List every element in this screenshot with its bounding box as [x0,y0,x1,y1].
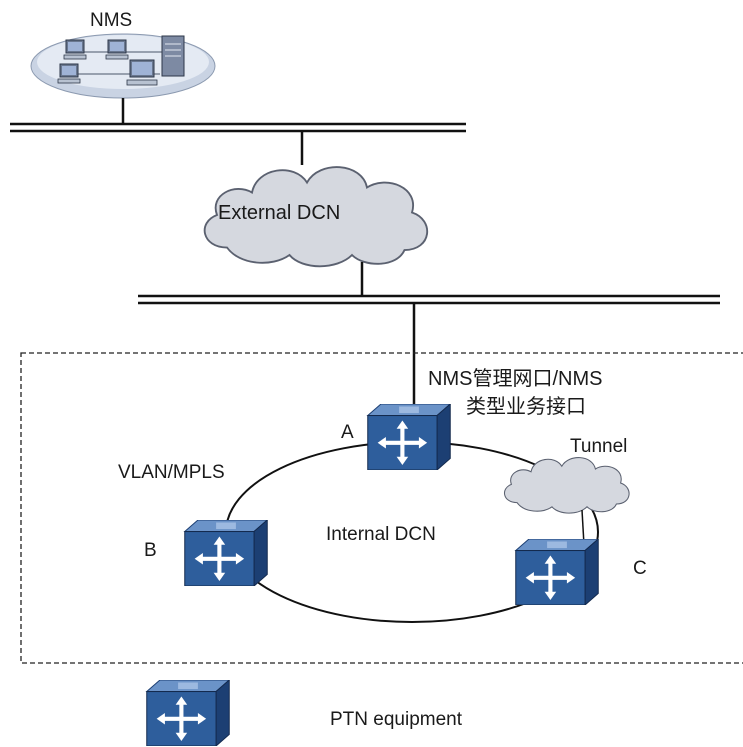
legend-ptn-label: PTN equipment [330,709,463,730]
node-a-label: A [341,422,354,443]
interface-label-line1: NMS管理网口/NMS [428,367,602,390]
internal-network-boundary [20,352,743,664]
vlan-mpls-label: VLAN/MPLS [118,462,225,483]
lower-bus [138,294,720,305]
workstation-icon [105,39,129,60]
tunnel-label: Tunnel [570,436,627,457]
ptn-c-router-icon [516,539,599,605]
external-dcn-label: External DCN [218,202,340,224]
workstation-icon [63,39,87,60]
internal-dcn-label: Internal DCN [326,524,436,545]
tunnel-cloud-icon [503,456,630,514]
nms-cluster-icon [30,33,216,99]
upper-bus [10,122,466,133]
nms-label: NMS [90,10,132,31]
node-b-label: B [144,540,157,561]
ptn-a-router-icon [368,404,451,470]
interface-label-line2: 类型业务接口 [466,395,586,418]
server-icon [161,35,185,77]
workstation-icon [126,59,158,86]
ptn-b-router-icon [185,520,268,586]
legend-ptn-icon [147,680,230,746]
workstation-icon [57,63,81,84]
node-c-label: C [633,558,647,579]
